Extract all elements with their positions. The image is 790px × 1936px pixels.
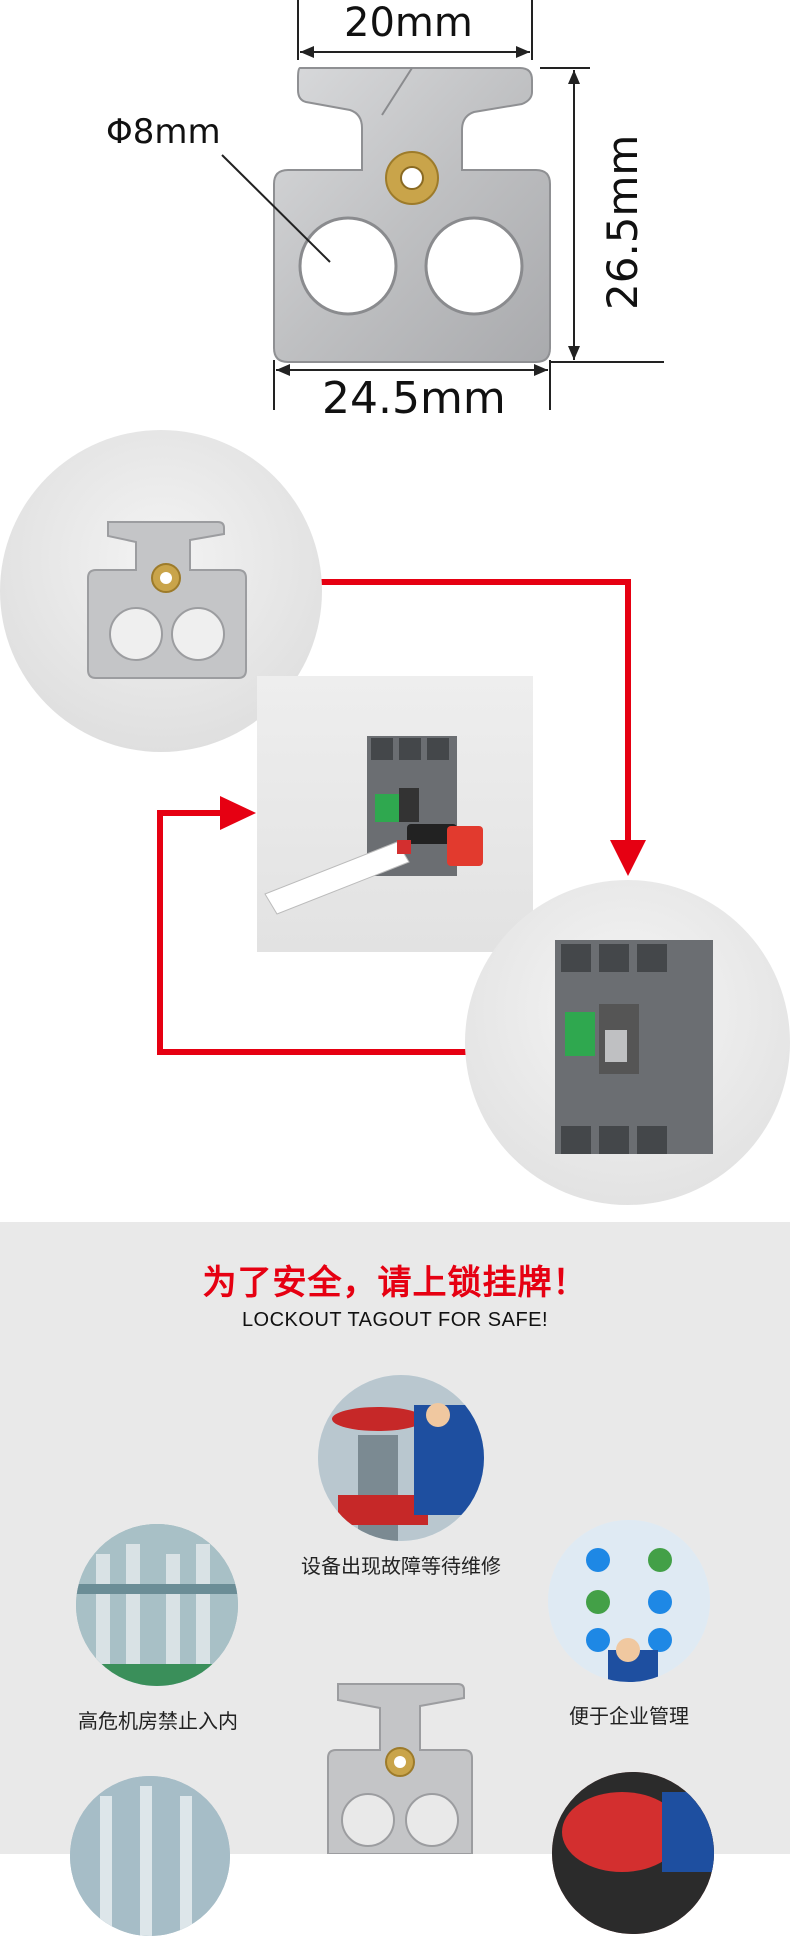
dim-height: 26.5mm [598, 134, 647, 310]
section-title-cn: 为了安全，请上锁挂牌！ [202, 1263, 588, 1303]
plate-hole-right [424, 216, 524, 316]
management-dashboard-icon [548, 1520, 710, 1682]
circuit-breaker-icon [555, 940, 713, 1154]
lockout-plate-circle [0, 430, 322, 752]
dim-top-width: 20mm [344, 0, 473, 46]
bottom-right-valve-icon [552, 1772, 714, 1934]
scenario-label-management: 便于企业管理 [569, 1704, 689, 1728]
installation-flow [0, 430, 790, 1222]
valve-repair-icon [318, 1375, 484, 1541]
breaker-locked-photo [257, 676, 533, 952]
scenario-label-repair: 设备出现故障等待维修 [301, 1554, 501, 1578]
machine-room-photo [76, 1524, 238, 1686]
management-dashboard-photo [548, 1520, 710, 1682]
plate-photo-icon [87, 521, 247, 679]
dimension-drawing: 20mm Φ8mm 26.5mm 24.5mm [0, 0, 790, 430]
center-plate-icon [327, 1683, 473, 1854]
valve-repair-photo [318, 1375, 484, 1541]
dim-hole-diameter: Φ8mm [106, 112, 221, 152]
circuit-breaker-circle [465, 880, 790, 1205]
bottom-left-pipes-icon [70, 1776, 230, 1936]
plate-dimension-svg [221, 0, 664, 410]
scenario-label-machine-room: 高危机房禁止入内 [78, 1709, 238, 1733]
plate-hole-left [298, 216, 398, 316]
lockout-plate-shape [273, 67, 551, 363]
bottom-right-photo [552, 1772, 714, 1934]
flow-arrows [157, 579, 646, 1055]
machine-room-icon [76, 1524, 238, 1686]
section-title-en: LOCKOUT TAGOUT FOR SAFE! [241, 1309, 549, 1331]
bottom-left-photo [70, 1776, 230, 1936]
breaker-lock-tag-icon [264, 736, 483, 915]
dim-bottom-width: 24.5mm [322, 373, 506, 424]
